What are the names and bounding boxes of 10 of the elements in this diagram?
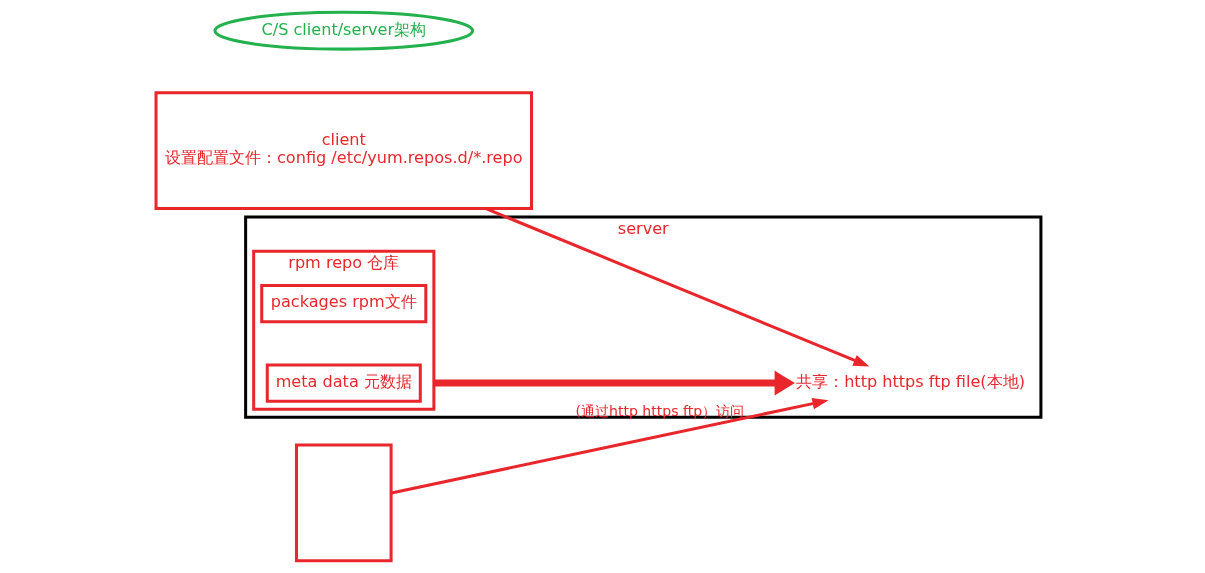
node-box: packages rpm文件 <box>260 283 428 324</box>
arrow <box>433 370 795 396</box>
node-text: 共享：http https ftp file(本地) <box>796 371 1025 391</box>
arrow <box>391 398 829 495</box>
node-ellipse: C/S client/server架构 <box>213 10 475 51</box>
arrow <box>484 207 870 367</box>
edge-label: (通过http https ftp）访问 <box>575 402 745 419</box>
node-box: meta data 元数据 <box>265 363 422 403</box>
node-box <box>294 443 393 563</box>
node-box: client 设置配置文件：config /etc/yum.repos.d/*.repo <box>154 91 534 210</box>
